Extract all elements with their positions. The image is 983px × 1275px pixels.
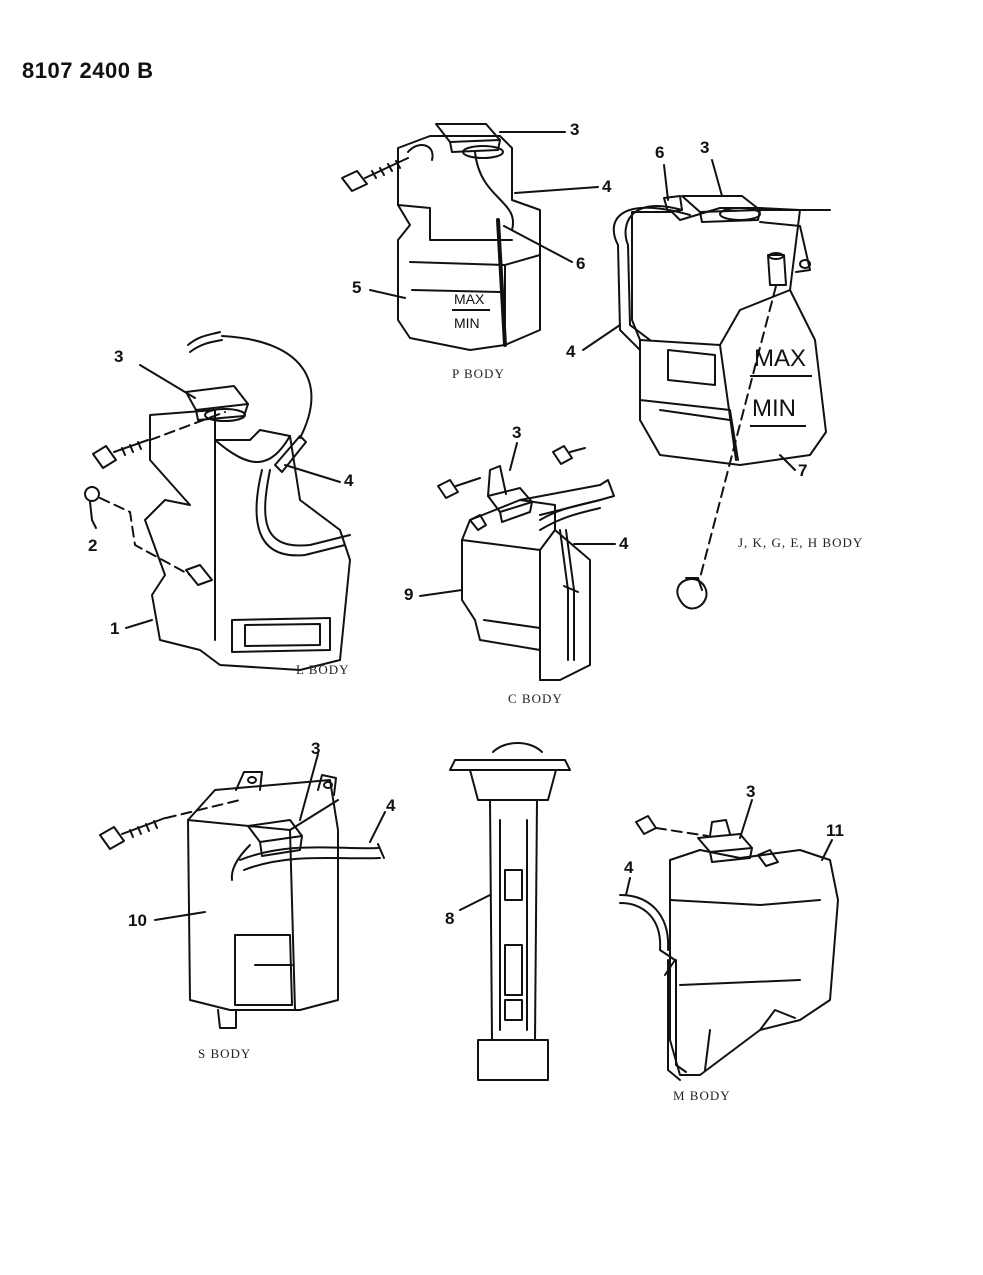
leader-c-3: [509, 442, 518, 471]
callout-jk-3: 3: [700, 138, 710, 157]
callout-p-4: 4: [602, 177, 612, 196]
caption-jk-body: J, K, G, E, H BODY: [738, 535, 864, 550]
callout-c-4: 4: [619, 534, 629, 553]
pump-jk-body: [767, 252, 787, 286]
leader-l-1: [125, 619, 153, 629]
caption-c-body: C BODY: [508, 691, 563, 706]
callout-l-3: 3: [114, 347, 124, 366]
pump-assembly: [449, 742, 571, 1081]
leader-c-9: [419, 589, 463, 597]
leader-s-4: [369, 811, 386, 843]
hose-m-body: [619, 894, 687, 1081]
callout-jk-7: 7: [798, 461, 808, 480]
hose-s-body: [230, 843, 385, 881]
callout-8: 8: [445, 909, 455, 928]
callout-p-5: 5: [352, 278, 362, 297]
callout-c-9: 9: [404, 585, 414, 604]
callout-l-4: 4: [344, 471, 354, 490]
hose-c-body: [539, 499, 601, 661]
screw-p-body: [341, 144, 434, 192]
callout-c-3: 3: [512, 423, 522, 442]
reservoir-m-body: [669, 849, 839, 1076]
leader-l-3: [139, 364, 196, 399]
leader-l-2: [91, 519, 97, 529]
max-mark-jk: MAX: [754, 345, 806, 372]
fasteners-m-body: [635, 815, 779, 867]
leader-p-4: [514, 186, 599, 194]
callout-s-10: 10: [128, 911, 147, 930]
callout-jk-4: 4: [566, 342, 576, 361]
callout-m-4: 4: [624, 858, 634, 877]
bolt-l-body: [185, 564, 213, 586]
leader-jk-3: [711, 159, 723, 197]
callout-p-6: 6: [576, 254, 586, 273]
leader-l-4: [284, 464, 341, 483]
leader-jk-6: [663, 164, 669, 201]
cap-s-body: [247, 819, 303, 857]
max-mark-p: MAX: [454, 291, 485, 307]
document-number: 8107 2400 B: [22, 58, 154, 83]
cap-p-body: [435, 123, 504, 159]
screw-s-body: [99, 799, 241, 850]
hose-p-body: [474, 151, 515, 347]
bracket-c-body: [519, 479, 615, 516]
leader-p-5: [369, 289, 406, 299]
hose-jk-body: [612, 195, 691, 351]
screw-l-body: [92, 411, 226, 469]
min-mark-jk: MIN: [752, 395, 796, 422]
leader-m-4: [625, 877, 631, 896]
leader-m-11: [821, 839, 833, 861]
cap-l-body: [185, 385, 249, 422]
callout-l-2: 2: [88, 536, 98, 555]
caption-p-body: P BODY: [452, 366, 505, 381]
reservoir-c-body: [461, 499, 591, 681]
reservoir-l-body: [144, 409, 351, 671]
callout-l-1: 1: [110, 619, 120, 638]
leader-s-3: [299, 753, 319, 821]
callout-m-3: 3: [746, 782, 756, 801]
cap-c-body: [487, 465, 533, 523]
leader-jk-4: [582, 324, 621, 351]
leader-p-6: [503, 225, 573, 263]
bracket-s-body: [235, 771, 337, 796]
callout-p-3: 3: [570, 120, 580, 139]
leader-8: [459, 894, 491, 911]
leader-s-10: [154, 911, 206, 921]
clip-l-body: [84, 486, 191, 576]
callout-s-3: 3: [311, 739, 321, 758]
leader-jk-7: [779, 454, 796, 471]
fastener-jk-body: [676, 285, 777, 610]
reservoir-s-body: [187, 779, 339, 1029]
caption-s-body: S BODY: [198, 1046, 252, 1061]
screws-c-body: [437, 445, 586, 531]
callout-s-4: 4: [386, 796, 396, 815]
min-mark-p: MIN: [454, 315, 480, 331]
hose-l-body: [187, 331, 351, 557]
max-min-markings: MAX MIN MAX MIN: [452, 291, 812, 427]
callout-m-11: 11: [826, 821, 844, 840]
cap-m-body: [697, 819, 753, 863]
leader-m-3: [739, 799, 753, 839]
caption-m-body: M BODY: [673, 1088, 731, 1103]
caption-l-body: L BODY: [296, 662, 350, 677]
callout-jk-6: 6: [655, 143, 665, 162]
bracket-jk-body: [759, 209, 831, 273]
